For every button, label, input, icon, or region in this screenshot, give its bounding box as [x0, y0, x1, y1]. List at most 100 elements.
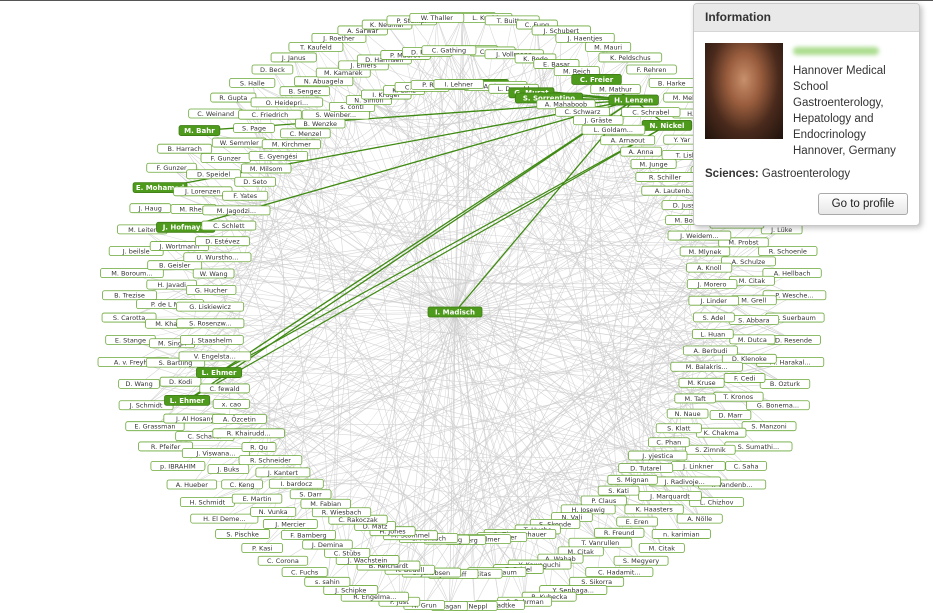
network-node[interactable]: S. Page — [233, 123, 275, 134]
network-node[interactable]: L. Goldam... — [581, 124, 646, 135]
network-node[interactable]: W. Wang — [192, 268, 235, 279]
network-node[interactable]: R. Schiller — [635, 172, 695, 182]
network-node[interactable]: S. Carotta — [101, 312, 157, 323]
network-node[interactable]: R. Khairudd... — [212, 428, 285, 439]
network-node[interactable]: M. Probst — [718, 237, 769, 248]
network-node[interactable]: D. Beck — [251, 64, 294, 75]
network-node[interactable]: A. Berbudi — [682, 345, 738, 356]
network-node[interactable]: J. Haentjes — [555, 32, 615, 43]
network-node[interactable]: F. Gunzer — [146, 162, 197, 173]
network-node[interactable]: M. Fabian — [300, 498, 351, 509]
network-node[interactable]: B. Harrach — [157, 143, 213, 154]
network-node[interactable]: R. Schneider — [238, 455, 303, 466]
network-node[interactable]: M. Dutca — [729, 334, 776, 345]
network-node[interactable]: V. Engelsta... — [178, 351, 252, 362]
network-node[interactable]: J. Lüke — [760, 224, 803, 235]
network-node[interactable]: C. Hadamit... — [585, 567, 654, 577]
network-node[interactable]: C. fewald — [199, 383, 250, 394]
network-node[interactable]: J. beilsle — [108, 246, 164, 256]
network-node[interactable]: M. Grell — [730, 295, 777, 306]
network-node[interactable]: S. Halle — [229, 77, 276, 88]
network-node[interactable]: K. Chakma — [695, 427, 747, 438]
network-node[interactable]: E. Martin — [231, 493, 283, 504]
network-node[interactable]: B. Geisler — [147, 260, 203, 271]
network-node[interactable]: S. Zimnik — [685, 444, 736, 455]
network-node[interactable]: S. Abbara — [728, 314, 780, 325]
network-node[interactable]: E. Grassman — [125, 421, 185, 432]
network-node[interactable]: B. Wenzke — [295, 118, 346, 129]
network-node[interactable]: C. Corona — [257, 555, 309, 566]
network-node[interactable]: B. Harke — [648, 77, 695, 88]
go-to-profile-button[interactable]: Go to profile — [818, 193, 908, 215]
network-node[interactable]: M. Taft — [674, 393, 716, 404]
network-node[interactable]: K. Peldschus — [598, 52, 663, 63]
network-node[interactable]: D. Klenoke — [721, 353, 777, 364]
network-node[interactable]: A. Hellbach — [762, 268, 822, 278]
network-node[interactable]: J. Roether — [311, 32, 367, 43]
network-node[interactable]: M. Leiter — [117, 224, 168, 235]
network-node[interactable]: P. Wesche... — [762, 290, 827, 301]
network-node[interactable]: B. Sengez — [279, 86, 331, 97]
network-node[interactable]: x. cao — [212, 399, 250, 409]
network-node[interactable]: M. Kruse — [678, 377, 725, 388]
network-node[interactable]: A. Knoll — [686, 262, 733, 273]
network-node[interactable]: R. Gupta — [210, 92, 257, 103]
network-node[interactable]: S. Mignan — [607, 474, 658, 485]
highlighted-node[interactable]: L. Ehmer — [164, 394, 211, 406]
network-node[interactable]: s. sahin — [304, 576, 351, 587]
network-node[interactable]: M. Balakris... — [670, 361, 743, 372]
network-node[interactable]: R. Freund — [593, 527, 645, 538]
network-node[interactable]: R. Schoenle — [758, 246, 818, 256]
network-node[interactable]: M. Reich — [553, 66, 600, 76]
network-node[interactable]: J. Janus — [270, 52, 317, 63]
network-node[interactable]: S. Adel — [693, 312, 735, 323]
network-node[interactable]: J. Weidem... — [667, 230, 732, 241]
network-node[interactable]: L. Huan — [692, 329, 734, 339]
network-node[interactable]: F. Bamberg — [281, 529, 336, 540]
network-node[interactable]: I. bardocz — [268, 478, 324, 489]
network-node[interactable]: S. Megyery — [613, 555, 669, 566]
network-node[interactable]: C. Schwarz — [555, 106, 610, 117]
network-node[interactable]: A. Hueber — [166, 479, 218, 490]
network-node[interactable]: H. Javadi — [146, 279, 197, 290]
network-node[interactable]: N. Naue — [666, 408, 709, 419]
network-node[interactable]: N. Vunka — [250, 506, 297, 517]
network-node[interactable]: S. Sikorra — [569, 576, 625, 587]
network-node[interactable]: C. Saha — [725, 460, 767, 471]
network-node[interactable]: A. Arnaout — [600, 135, 656, 146]
network-node[interactable]: S. Rosenzw... — [176, 318, 245, 329]
network-node[interactable]: C. Phan — [648, 437, 690, 448]
network-node[interactable]: M. Citak — [638, 543, 685, 553]
network-node[interactable]: J. Linkner — [670, 461, 726, 471]
network-node[interactable]: S. Klatt — [655, 423, 702, 434]
network-node[interactable]: F. Rehren — [626, 64, 677, 75]
network-node[interactable]: J. Linder — [688, 295, 739, 306]
network-node[interactable]: U. Wurstho... — [183, 252, 252, 263]
network-node[interactable]: C. Weinand — [188, 108, 244, 119]
network-node[interactable]: P. Claus — [580, 495, 627, 506]
network-node[interactable]: p. IBRAHIM — [150, 460, 206, 471]
highlighted-node[interactable]: H. Lenzen — [608, 94, 659, 106]
network-node[interactable]: M. Boroum... — [100, 268, 164, 278]
network-node[interactable]: C. Stübs — [324, 548, 371, 558]
network-node[interactable]: A. Schulze — [721, 256, 776, 267]
network-node[interactable]: P. Kasi — [241, 543, 284, 553]
network-node[interactable]: F. Cedi — [723, 373, 766, 383]
network-node[interactable]: A. Özcetin — [212, 413, 267, 424]
network-node[interactable]: C. Keng — [221, 479, 263, 490]
highlighted-node[interactable]: I. Madisch — [427, 306, 483, 318]
network-node[interactable]: T. Kaufeld — [288, 42, 344, 52]
network-node[interactable]: J. Schipke — [323, 585, 379, 595]
network-node[interactable]: M. Junge — [630, 158, 677, 169]
network-node[interactable]: C. Schrabel — [621, 107, 681, 118]
network-node[interactable]: M. Mlynek — [679, 246, 731, 257]
network-node[interactable]: C. Gathing — [421, 45, 477, 56]
network-node[interactable]: G. Liskiewicz — [176, 301, 245, 312]
network-node[interactable]: B. Ozturk — [759, 378, 811, 389]
network-node[interactable]: S. Pischke — [215, 529, 271, 539]
network-node[interactable]: R. Wiesbach — [311, 507, 372, 518]
network-node[interactable]: T. Kronos — [713, 391, 764, 402]
network-node[interactable]: M. Jagodzi... — [202, 205, 271, 216]
